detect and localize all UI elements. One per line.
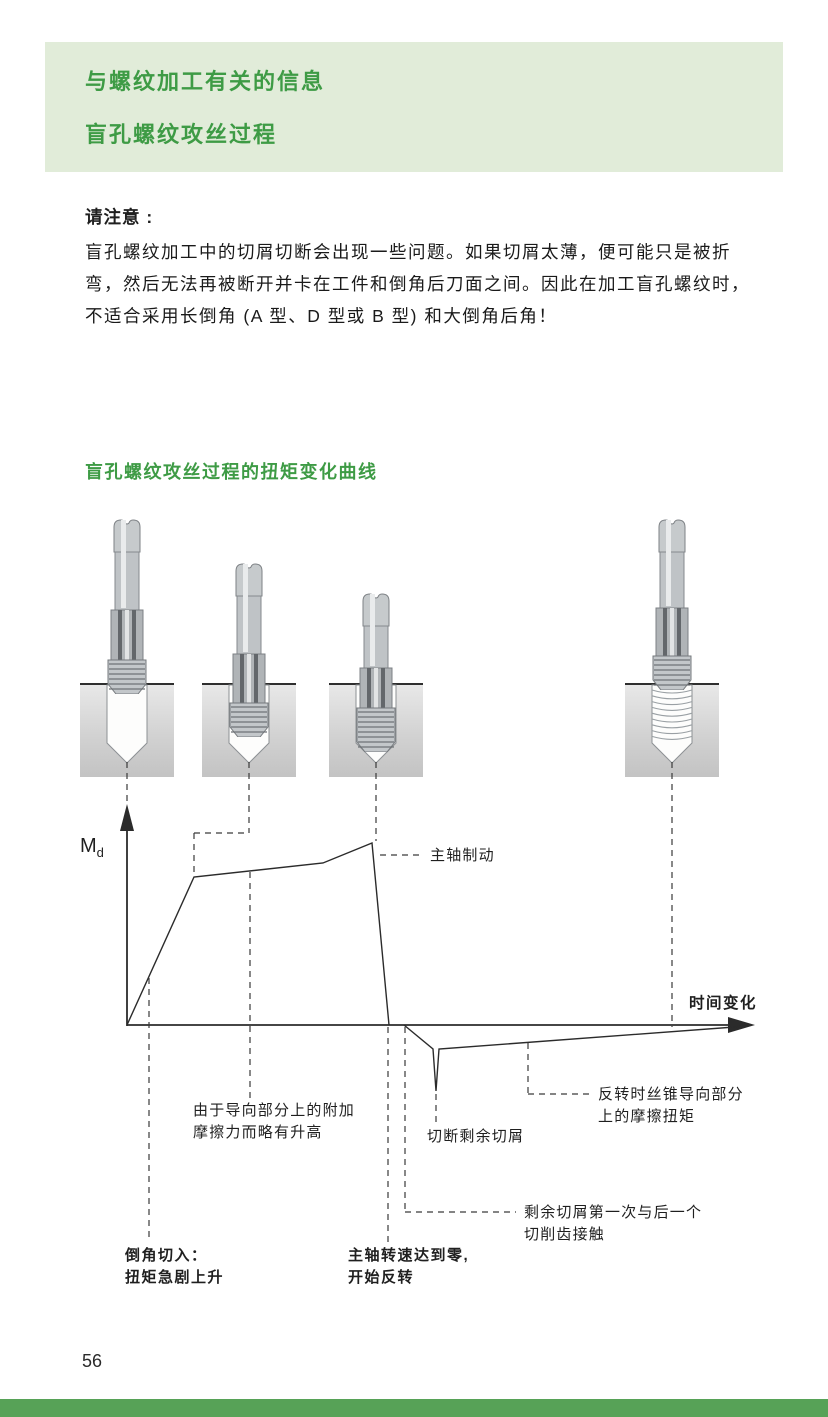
note-heading: 请注意 : (85, 207, 154, 227)
page-subtitle: 盲孔螺纹攻丝过程 (85, 122, 278, 147)
annotation-chamfer-entry: 倒角切入： 扭矩急剧上升 (125, 1247, 225, 1286)
workpiece-block-1 (80, 683, 174, 777)
note-line-1: 盲孔螺纹加工中的切屑切断会出现一些问题。如果切屑太薄，便可能只是被折 (85, 242, 731, 262)
page-number: 56 (82, 1351, 103, 1371)
y-axis-label: Md (80, 835, 104, 860)
annotation-cut-residual-chip: 切断剩余切屑 (427, 1128, 525, 1145)
figure-subtitle: 盲孔螺纹攻丝过程的扭矩变化曲线 (85, 462, 378, 482)
tap-illustration-4 (652, 519, 692, 690)
annotation-spindle-brake: 主轴制动 (430, 847, 495, 864)
note-line-3: 不适合采用长倒角 (A 型、D 型或 B 型) 和大倒角后角！ (85, 306, 558, 326)
note-line-2: 弯，然后无法再被断开并卡在工件和倒角后刀面之间。因此在加工盲孔螺纹时， (85, 274, 750, 294)
page-title: 与螺纹加工有关的信息 (85, 69, 326, 94)
annotation-guide-friction-rise: 由于导向部分上的附加 摩擦力而略有升高 (193, 1102, 356, 1141)
tap-illustration-3 (356, 593, 396, 752)
workpiece-block-4 (625, 683, 719, 777)
annotation-reverse-friction: 反转时丝锥导向部分 上的摩擦扭矩 (598, 1086, 744, 1125)
footer-bar (0, 1399, 828, 1417)
note-paragraph: 盲孔螺纹加工中的切屑切断会出现一些问题。如果切屑太薄，便可能只是被折 弯，然后无… (85, 236, 775, 332)
tap-illustration-1 (107, 519, 147, 694)
x-axis-label: 时间变化 (688, 995, 757, 1012)
annotation-spindle-reverse: 主轴转速达到零, 开始反转 (348, 1247, 470, 1286)
annotation-chip-contact: 剩余切屑第一次与后一个 切削齿接触 (524, 1204, 703, 1243)
header-box: 与螺纹加工有关的信息 盲孔螺纹攻丝过程 (45, 42, 783, 172)
tap-illustration-2 (229, 563, 269, 737)
